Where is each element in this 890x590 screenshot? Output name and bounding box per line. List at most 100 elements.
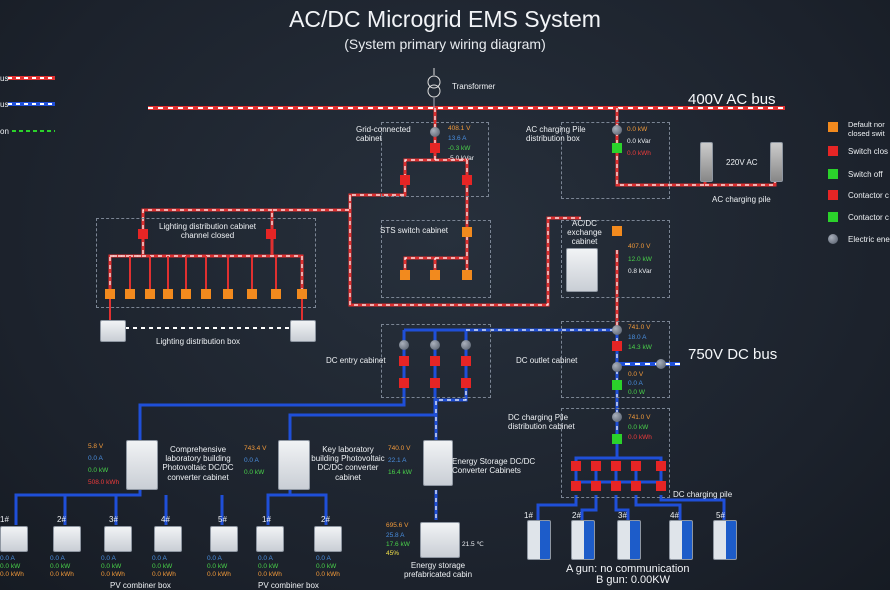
dc-charger-device [669, 520, 693, 560]
ac-pile-voltage: 220V AC [726, 158, 758, 167]
pv2-combiner-device [256, 526, 284, 552]
dc-outlet-meter-top [612, 325, 622, 335]
lighting-branch-switch[interactable] [223, 289, 233, 299]
key-lab-voltage: 743.4 V [244, 445, 267, 452]
dc-charger-device [617, 520, 641, 560]
dc-charging-branch-contactor[interactable] [656, 481, 666, 491]
lighting-main-switch-1[interactable] [138, 229, 148, 239]
sts-switch-2[interactable] [430, 270, 440, 280]
dc-charging-branch-switch[interactable] [631, 461, 641, 471]
dc-charging-box-label: DC charging Pile distribution cabinet [508, 413, 575, 432]
dc-outlet-switch[interactable] [612, 341, 622, 351]
legend-meter-icon [828, 234, 838, 244]
dc-entry-contactor-1[interactable] [399, 378, 409, 388]
pv-kwh: 0.0 kWh [316, 571, 340, 578]
dc-entry-contactor-3[interactable] [461, 378, 471, 388]
dc-entry-switch-2[interactable] [430, 356, 440, 366]
ac-charging-meter-icon [612, 125, 622, 135]
lighting-main-switch-2[interactable] [266, 229, 276, 239]
energy-storage-converter-device [423, 440, 453, 486]
ac-charging-switch[interactable] [612, 143, 622, 153]
lighting-cabinet-label: Lighting distribution cabinet channel cl… [159, 222, 256, 241]
dc-charging-branch-contactor[interactable] [591, 481, 601, 491]
lighting-cabinet-box [96, 218, 316, 308]
dc-charging-branch-contactor[interactable] [571, 481, 581, 491]
legend-left-ac: us [0, 74, 9, 83]
comp-lab-current: 0.0 A [88, 455, 103, 462]
dc-outlet-box [561, 321, 670, 398]
charger-status-b: B gun: 0.00KW [596, 574, 670, 586]
grid-out-switch-2[interactable] [462, 175, 472, 185]
acdc-exchange-switch[interactable] [612, 226, 622, 236]
dc-outlet-power: 14.3 kW [628, 344, 652, 351]
lighting-branch-switch[interactable] [163, 289, 173, 299]
dc-outlet-voltage-2: 0.0 V [628, 371, 644, 378]
es-cabin-soc: 45% [386, 550, 400, 557]
sts-switch-1[interactable] [400, 270, 410, 280]
dc-entry-contactor-2[interactable] [430, 378, 440, 388]
lighting-branch-switch[interactable] [105, 289, 115, 299]
sts-box [381, 220, 491, 298]
sts-switch-3[interactable] [462, 270, 472, 280]
es-cabin-voltage: 695.6 V [386, 522, 409, 529]
dc-charging-branch-contactor[interactable] [631, 481, 641, 491]
dc-charging-meter-icon [612, 412, 622, 422]
transformer-label: Transformer [452, 82, 496, 91]
dc-entry-box [381, 324, 491, 398]
grid-current: 13.6 A [448, 135, 467, 142]
legend-left-comm: on [0, 127, 9, 136]
legend-green-swatch [828, 169, 838, 179]
dc-bus-meter [656, 359, 666, 369]
grid-out-switch-1[interactable] [400, 175, 410, 185]
comp-lab-energy: 508.0 kWh [88, 479, 120, 486]
pv-a: 0.0 A [0, 555, 15, 562]
ac-charging-box [561, 122, 670, 199]
dc-charging-branch-switch[interactable] [571, 461, 581, 471]
pv-kwh: 0.0 kWh [207, 571, 231, 578]
comp-lab-power: 0.0 kW [88, 467, 109, 474]
pv-kw: 0.0 kW [0, 563, 21, 570]
pv1-combiner-device [210, 526, 238, 552]
ac-charging-kw: 0.0 kW [627, 126, 648, 133]
es-conv-voltage: 740.0 V [388, 445, 411, 452]
dc-charging-branch-contactor[interactable] [611, 481, 621, 491]
dc-charging-main-switch[interactable] [612, 434, 622, 444]
ac-charging-kvar: 0.0 kVar [627, 138, 651, 145]
ac-bus-label: 400V AC bus [688, 91, 776, 108]
legend-red-swatch [828, 146, 838, 156]
charger-unit-label: 1# [524, 511, 533, 520]
pv-kwh: 0.0 kWh [50, 571, 74, 578]
lighting-branch-switch[interactable] [297, 289, 307, 299]
dc-charging-branch-switch[interactable] [656, 461, 666, 471]
pv-a: 0.0 A [258, 555, 273, 562]
dc-charging-kw: 0.0 kW [628, 424, 649, 431]
dc-outlet-contactor[interactable] [612, 380, 622, 390]
grid-switch[interactable] [430, 143, 440, 153]
page-subtitle: (System primary wiring diagram) [344, 36, 546, 52]
sts-top-switch[interactable] [462, 227, 472, 237]
page-title: AC/DC Microgrid EMS System [289, 6, 601, 32]
pv-kw: 0.0 kW [152, 563, 173, 570]
charger-unit-label: 2# [572, 511, 581, 520]
charger-unit-label: 3# [618, 511, 627, 520]
dc-charging-branch-switch[interactable] [611, 461, 621, 471]
pv-kw: 0.0 kW [50, 563, 71, 570]
lighting-branch-switch[interactable] [145, 289, 155, 299]
dc-entry-switch-3[interactable] [461, 356, 471, 366]
dc-charging-branch-switch[interactable] [591, 461, 601, 471]
ac-pile-2 [770, 142, 783, 182]
lighting-branch-switch[interactable] [125, 289, 135, 299]
pv-kwh: 0.0 kWh [101, 571, 125, 578]
lighting-branch-switch[interactable] [181, 289, 191, 299]
pv-kwh: 0.0 kWh [258, 571, 282, 578]
pv-kw: 0.0 kW [258, 563, 279, 570]
lighting-branch-switch[interactable] [271, 289, 281, 299]
lighting-branch-switch[interactable] [201, 289, 211, 299]
lighting-branch-switch[interactable] [247, 289, 257, 299]
pv1-unit-label: 2# [57, 515, 66, 524]
dc-entry-switch-1[interactable] [399, 356, 409, 366]
pv2-combiner-device [314, 526, 342, 552]
legend-contactor-open: Contactor c [848, 213, 889, 222]
energy-storage-cabin-label: Energy storage prefabricated cabin [403, 561, 473, 580]
